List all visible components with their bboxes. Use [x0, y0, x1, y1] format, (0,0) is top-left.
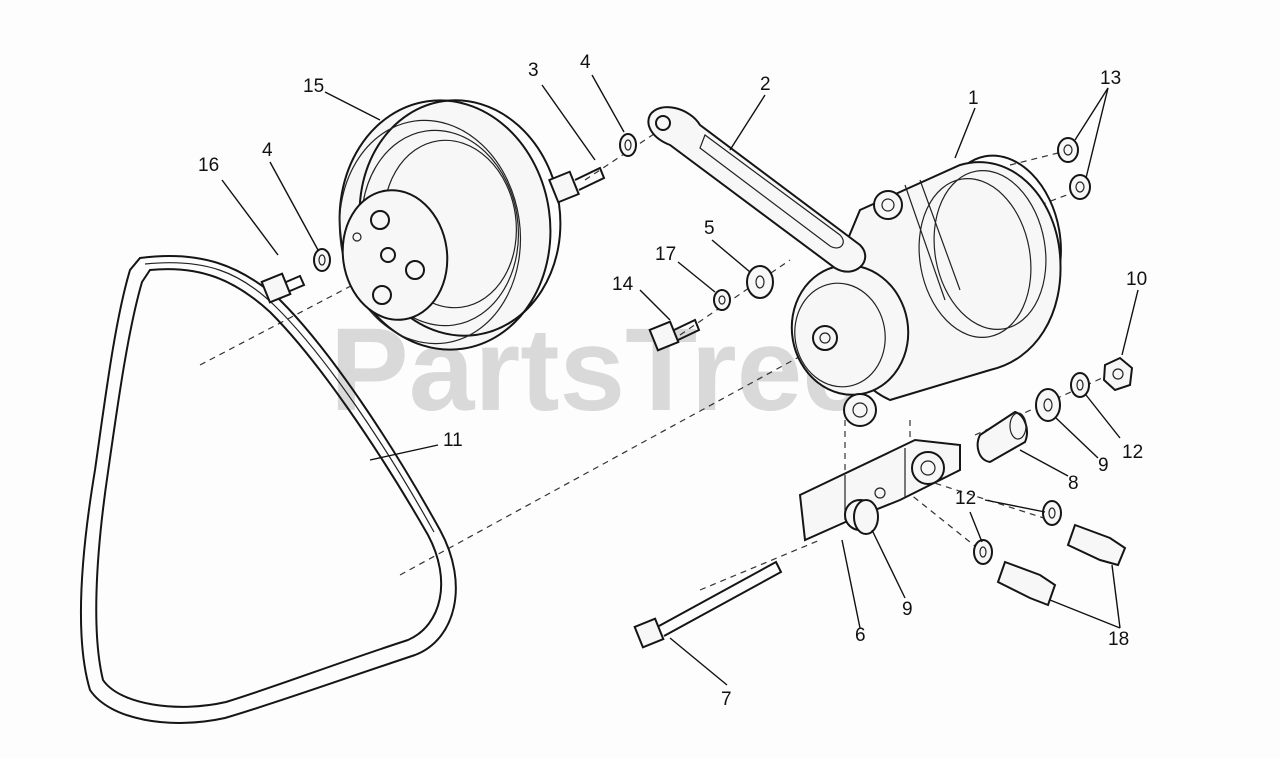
callout-3: 3 [528, 60, 539, 81]
callout-7: 7 [721, 689, 732, 710]
washer-part-4-upper[interactable] [619, 133, 637, 157]
callout-2: 2 [760, 74, 771, 95]
washer-part-9-left[interactable] [853, 499, 879, 535]
bolt-part-18-lower[interactable] [996, 560, 1057, 607]
callout-15: 15 [303, 76, 324, 97]
alternator-part-1[interactable] [782, 146, 1074, 427]
lockwasher-part-12-upper[interactable] [1042, 500, 1062, 526]
callout-12-lower: 12 [955, 488, 976, 509]
large-pulley-part-15[interactable] [324, 87, 576, 364]
callout-18: 18 [1108, 629, 1129, 650]
alignment-lines [199, 129, 1121, 591]
mount-bracket-part-6[interactable] [798, 438, 961, 542]
nuts-part-13[interactable] [1057, 137, 1091, 200]
callout-16: 16 [198, 155, 219, 176]
bolt-part-3[interactable] [548, 166, 606, 204]
washer-part-5[interactable] [746, 265, 774, 299]
nut-part-10[interactable] [1102, 356, 1134, 392]
callout-9-right: 9 [1098, 455, 1109, 476]
lockwasher-part-12-right[interactable] [1070, 372, 1090, 398]
washer-part-17[interactable] [713, 289, 731, 311]
v-belt-part-11[interactable] [79, 254, 457, 724]
callout-1: 1 [968, 88, 979, 109]
callout-4-left: 4 [262, 140, 273, 161]
washer-part-9-right[interactable] [1035, 388, 1061, 422]
callout-17: 17 [655, 244, 676, 265]
callout-9-left: 9 [902, 599, 913, 620]
callout-11: 11 [443, 430, 463, 451]
callout-6: 6 [855, 625, 866, 646]
callout-5: 5 [704, 218, 715, 239]
long-bolt-part-7[interactable] [633, 560, 783, 649]
callout-8: 8 [1068, 473, 1079, 494]
callout-10: 10 [1126, 269, 1147, 290]
washer-part-4-lower[interactable] [313, 248, 331, 272]
bolt-part-18-upper[interactable] [1066, 523, 1127, 567]
spacer-part-8[interactable] [976, 410, 1028, 464]
lockwasher-part-12-lower[interactable] [973, 539, 993, 565]
adjust-bracket-part-2[interactable] [647, 106, 867, 273]
bolt-part-14[interactable] [648, 318, 701, 352]
callout-labels: 1 2 3 4 4 5 6 7 8 9 9 10 11 12 12 13 14 … [198, 52, 1147, 710]
leader-lines [221, 74, 1139, 686]
callout-13: 13 [1100, 68, 1121, 89]
callout-14: 14 [612, 274, 634, 295]
callout-12-right: 12 [1122, 442, 1143, 463]
callout-4-upper: 4 [580, 52, 591, 73]
bolt-part-16[interactable] [260, 272, 306, 304]
